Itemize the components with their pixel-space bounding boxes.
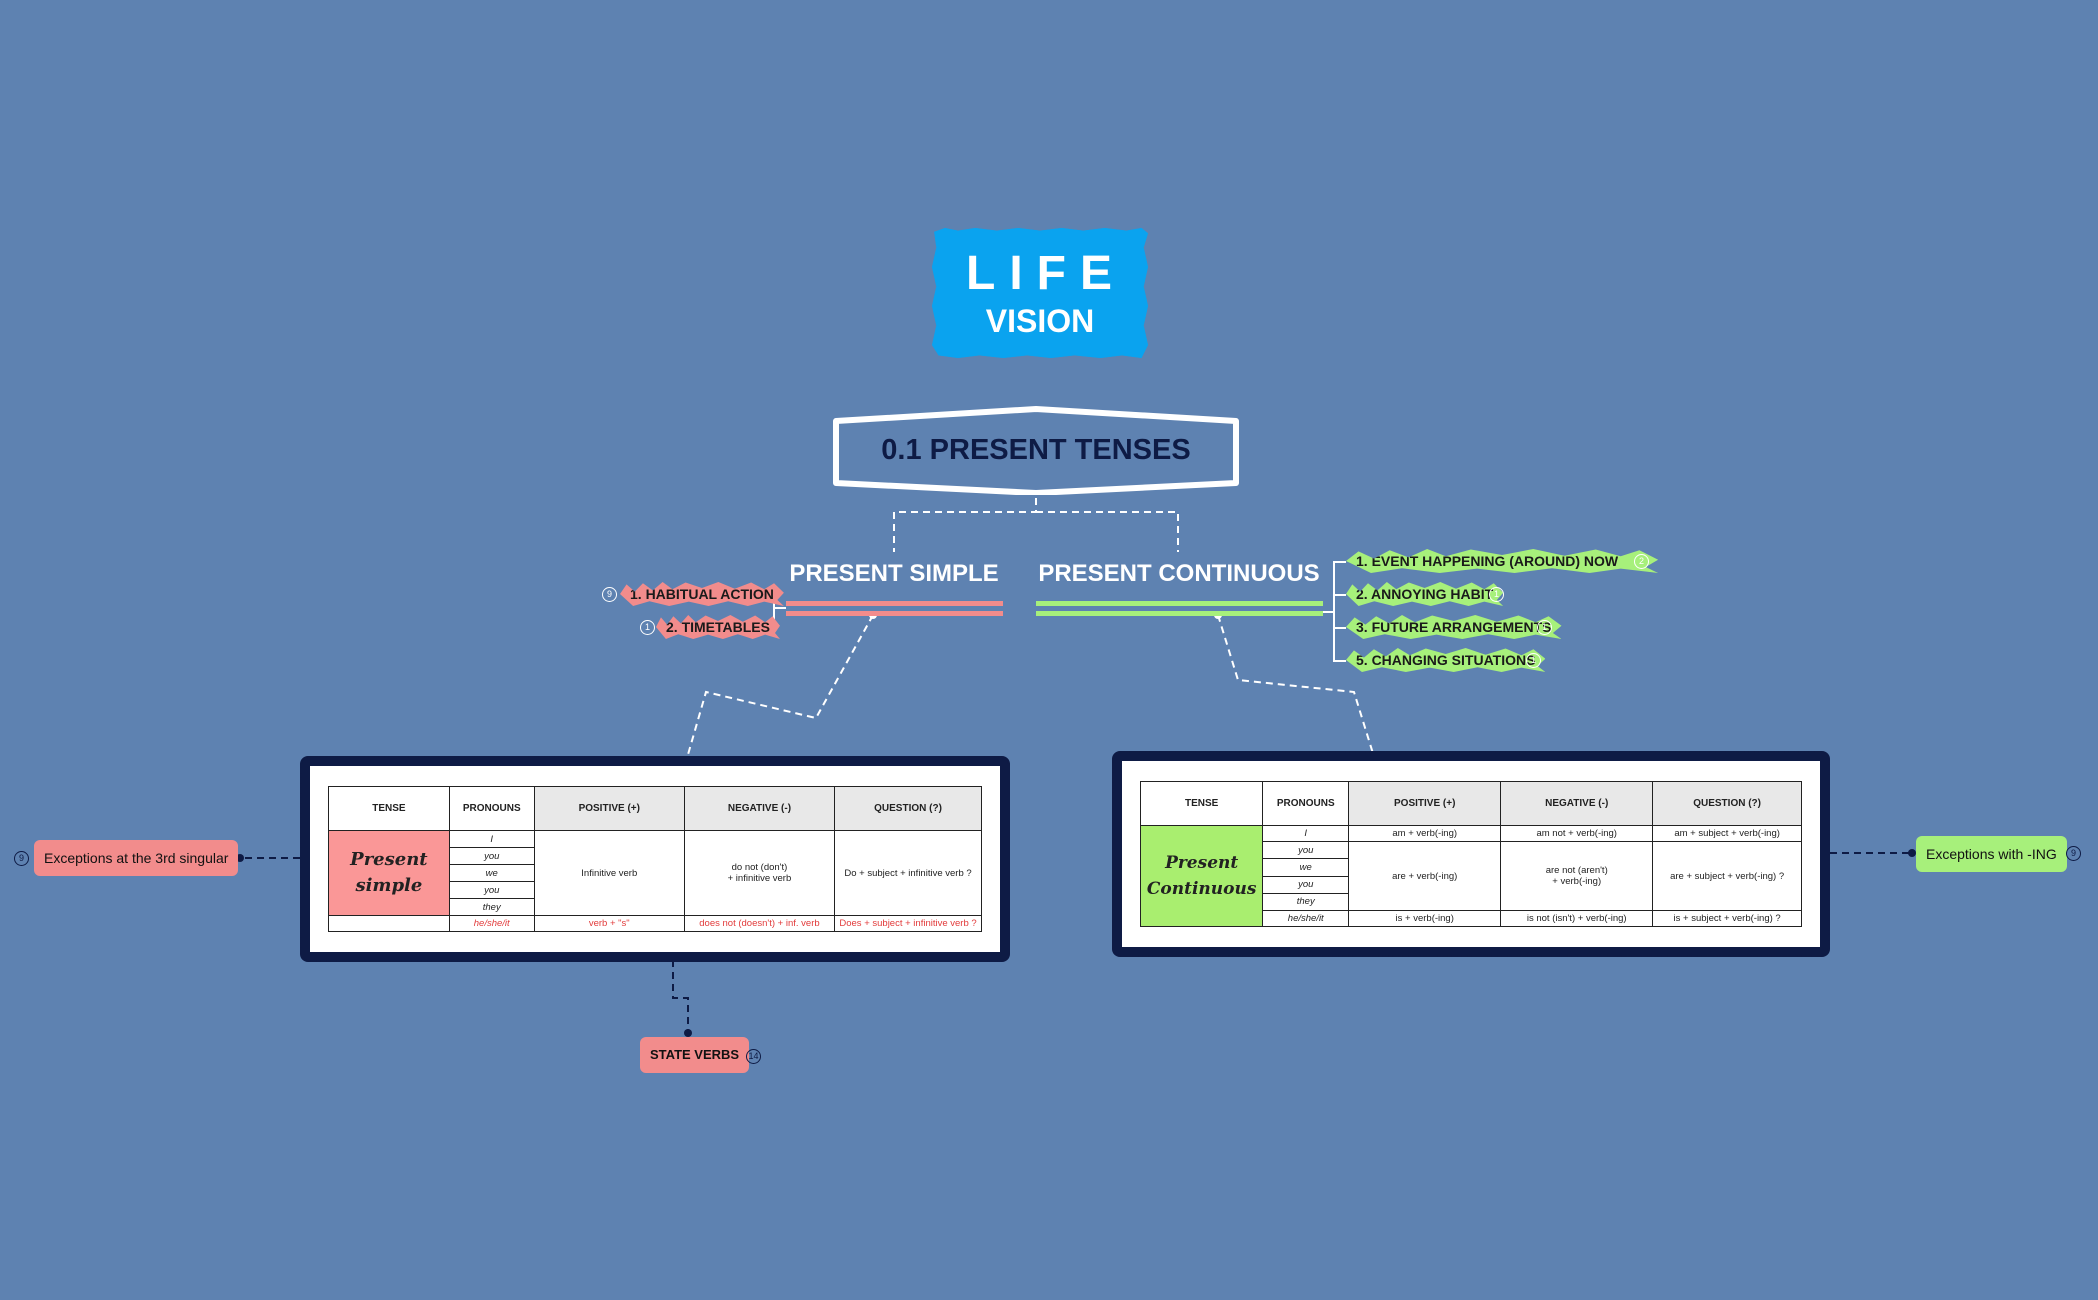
pronoun-cell: they: [1262, 892, 1350, 912]
question-third-person: Does + subject + infinitive verb ?: [834, 915, 982, 932]
central-topic-label: 0.1 PRESENT TENSES: [881, 434, 1191, 466]
pronoun-cell: we: [448, 864, 535, 882]
leaf-habitual-action[interactable]: 1. HABITUAL ACTION: [620, 582, 784, 606]
negative-third-person: does not (doesn't) + inf. verb: [683, 915, 836, 932]
pronoun-third-person: he/she/it: [448, 915, 535, 932]
present-simple-bar: [786, 601, 1003, 606]
life-vision-logo: LIFE VISION: [932, 228, 1148, 358]
question-rule: are + subject + verb(-ing) ?: [1652, 841, 1802, 911]
present-continuous-bar: [1036, 601, 1323, 606]
changing-situations-count: 1: [1526, 653, 1541, 668]
negative-rule: do not (don't) + infinitive verb: [683, 830, 836, 916]
leaf-annoying-habit[interactable]: 2. ANNOYING HABIT: [1346, 582, 1504, 606]
pronoun-cell: we: [1262, 858, 1350, 877]
central-topic-frame: [833, 406, 1239, 495]
pronoun-cell: they: [448, 898, 535, 916]
present-simple-bar-lower: [786, 611, 1003, 616]
leaf-future-arrangements[interactable]: 3. FUTURE ARRANGEMENTS: [1346, 615, 1562, 639]
exceptions-3rd-singular-node[interactable]: Exceptions at the 3rd singular: [34, 840, 239, 876]
tense-present-simple: Present simple: [328, 830, 450, 916]
leaf-timetables[interactable]: 2. TIMETABLES: [656, 615, 780, 639]
present-continuous-table: TENSE PRONOUNS POSITIVE (+) NEGATIVE (-)…: [1139, 781, 1802, 927]
central-topic[interactable]: 0.1 PRESENT TENSES: [832, 405, 1240, 495]
question-third-person: is + subject + verb(-ing) ?: [1652, 910, 1802, 927]
positive-rule: Infinitive verb: [533, 830, 685, 916]
header-tense: TENSE: [328, 786, 450, 831]
pronoun-cell: you: [448, 847, 535, 865]
present-simple-table-panel[interactable]: TENSE PRONOUNS POSITIVE (+) NEGATIVE (-)…: [300, 756, 1010, 962]
leaf-changing-situations[interactable]: 5. CHANGING SITUATIONS: [1346, 648, 1546, 672]
logo-line-1: LIFE: [966, 247, 1126, 300]
positive-third-person: verb + "s": [533, 915, 685, 932]
timetables-count: 1: [640, 620, 655, 635]
header-question: QUESTION (?): [834, 786, 982, 831]
question-rule: Do + subject + infinitive verb ?: [834, 830, 982, 916]
positive-third-person: is + verb(-ing): [1348, 910, 1502, 927]
habitual-action-count: 9: [602, 587, 617, 602]
pronoun-cell: you: [1262, 875, 1350, 894]
present-continuous-bar-lower: [1036, 611, 1323, 616]
pronoun-cell: you: [1262, 840, 1350, 860]
tense-present-continuous: Present Continuous: [1139, 825, 1264, 927]
header-positive: POSITIVE (+): [1348, 781, 1502, 826]
state-verbs-count: 14: [746, 1049, 761, 1064]
present-continuous-table-panel[interactable]: TENSE PRONOUNS POSITIVE (+) NEGATIVE (-)…: [1112, 751, 1830, 957]
leaf-event-happening-now[interactable]: 1. EVENT HAPPENING (AROUND) NOW: [1346, 549, 1659, 573]
tense-blank-cell: [328, 915, 450, 932]
header-negative: NEGATIVE (-): [683, 786, 836, 831]
pronoun-first-person: I: [1262, 825, 1350, 842]
logo-line-2: VISION: [985, 303, 1095, 339]
annoying-habit-count: 1: [1489, 587, 1504, 602]
positive-rule: are + verb(-ing): [1348, 841, 1502, 911]
negative-first-person: am not + verb(-ing): [1500, 825, 1654, 842]
present-simple-table: TENSE PRONOUNS POSITIVE (+) NEGATIVE (-)…: [328, 786, 982, 932]
header-negative: NEGATIVE (-): [1500, 781, 1654, 826]
exceptions-3rd-count: 9: [14, 851, 29, 866]
exceptions-ing-count: 9: [2066, 846, 2081, 861]
negative-third-person: is not (isn't) + verb(-ing): [1500, 910, 1654, 927]
present-simple-title[interactable]: PRESENT SIMPLE: [789, 560, 999, 587]
pronoun-cell: you: [448, 881, 535, 899]
state-verbs-node[interactable]: STATE VERBS: [640, 1037, 750, 1073]
pronoun-third-person: he/she/it: [1262, 910, 1350, 927]
header-question: QUESTION (?): [1652, 781, 1802, 826]
header-pronouns: PRONOUNS: [448, 786, 535, 831]
header-pronouns: PRONOUNS: [1262, 781, 1350, 826]
exceptions-ing-node[interactable]: Exceptions with -ING: [1916, 836, 2067, 872]
pronoun-cell: I: [448, 830, 535, 848]
negative-rule: are not (aren't) + verb(-ing): [1500, 841, 1654, 911]
question-first-person: am + subject + verb(-ing): [1652, 825, 1802, 842]
positive-first-person: am + verb(-ing): [1348, 825, 1502, 842]
future-arrangements-count: 1: [1537, 620, 1552, 635]
present-continuous-title[interactable]: PRESENT CONTINUOUS: [1038, 560, 1320, 587]
event-happening-count: 2: [1634, 554, 1649, 569]
header-tense: TENSE: [1139, 781, 1264, 826]
header-positive: POSITIVE (+): [533, 786, 685, 831]
